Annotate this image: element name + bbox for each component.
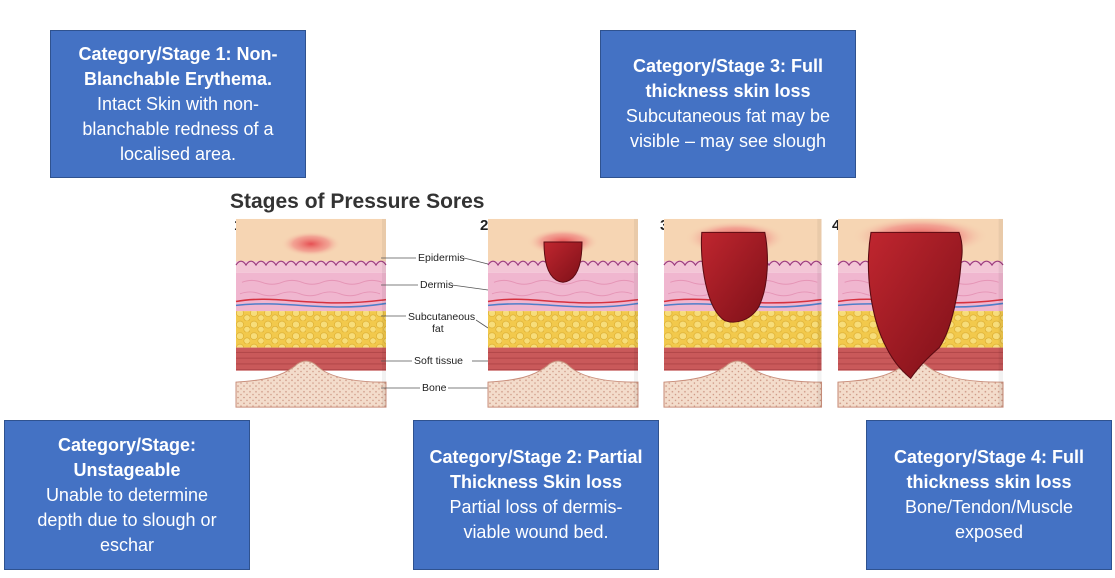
unstageable-title-line1: Category/Stage:: [57, 434, 197, 455]
stage1-body-line1: Intact Skin with non-: [96, 93, 260, 114]
stage2-skin-block: [487, 218, 639, 408]
label-soft-tissue: Soft tissue: [414, 355, 463, 367]
pressure-sores-figure: Stages of Pressure Sores 1 2 3 4 Epiderm…: [226, 186, 1026, 408]
label-subcutaneous: Subcutaneous: [408, 311, 475, 323]
stage3-body-line2: visible – may see slough: [629, 131, 827, 151]
label-bone: Bone: [422, 382, 447, 394]
label-leader-lines: [381, 257, 489, 389]
stage4-box: Category/Stage 4: Full thickness skin lo…: [866, 420, 1112, 570]
stage4-title-line1: Category/Stage 4: Full: [893, 447, 1085, 467]
stage2-title-line1: Category/Stage 2: Partial: [429, 447, 643, 467]
pressure-sores-illustration: Stages of Pressure Sores 1 2 3 4 Epiderm…: [230, 190, 1004, 408]
stage-number-4: 4: [832, 217, 841, 234]
stage4-body-line2: exposed: [954, 522, 1024, 542]
stage-number-2: 2: [480, 217, 488, 234]
layer-labels: Epidermis Dermis Subcutaneous fat Soft t…: [408, 252, 475, 394]
stage3-body-line1: Subcutaneous fat may be: [625, 106, 831, 126]
stage1-title-line2: Blanchable Erythema.: [83, 68, 273, 89]
unstageable-body-line3: eschar: [99, 534, 155, 555]
unstageable-title-line2: Unstageable: [73, 459, 181, 480]
unstageable-body-line2: depth due to slough or: [37, 509, 217, 530]
stage3-title-line2: thickness skin loss: [645, 81, 811, 101]
stage2-title-line2: Thickness Skin loss: [449, 472, 623, 492]
unstageable-box: Category/Stage: Unstageable Unable to de…: [4, 420, 250, 570]
stage1-title-line1: Category/Stage 1: Non-: [78, 43, 278, 64]
stage1-box: Category/Stage 1: Non- Blanchable Erythe…: [50, 30, 306, 178]
stage4-body-line1: Bone/Tendon/Muscle: [904, 497, 1074, 517]
stage1-skin-block: [235, 218, 387, 408]
stage4-skin-block: [837, 217, 1004, 408]
stage1-body-line3: localised area.: [119, 143, 237, 164]
stage4-title-line2: thickness skin loss: [906, 472, 1072, 492]
stage2-box: Category/Stage 2: Partial Thickness Skin…: [413, 420, 659, 570]
label-epidermis: Epidermis: [418, 252, 465, 264]
figure-title: Stages of Pressure Sores: [230, 190, 484, 213]
stage2-body-line1: Partial loss of dermis-: [449, 497, 623, 517]
stage1-body-line2: blanchable redness of a: [82, 118, 274, 139]
stage3-skin-block: [663, 218, 823, 408]
stage3-title-line1: Category/Stage 3: Full: [632, 56, 824, 76]
stage2-body-line2: viable wound bed.: [463, 522, 609, 542]
label-fat: fat: [432, 323, 444, 335]
stage3-box: Category/Stage 3: Full thickness skin lo…: [600, 30, 856, 178]
label-dermis: Dermis: [420, 279, 453, 291]
unstageable-body-line1: Unable to determine: [45, 484, 209, 505]
